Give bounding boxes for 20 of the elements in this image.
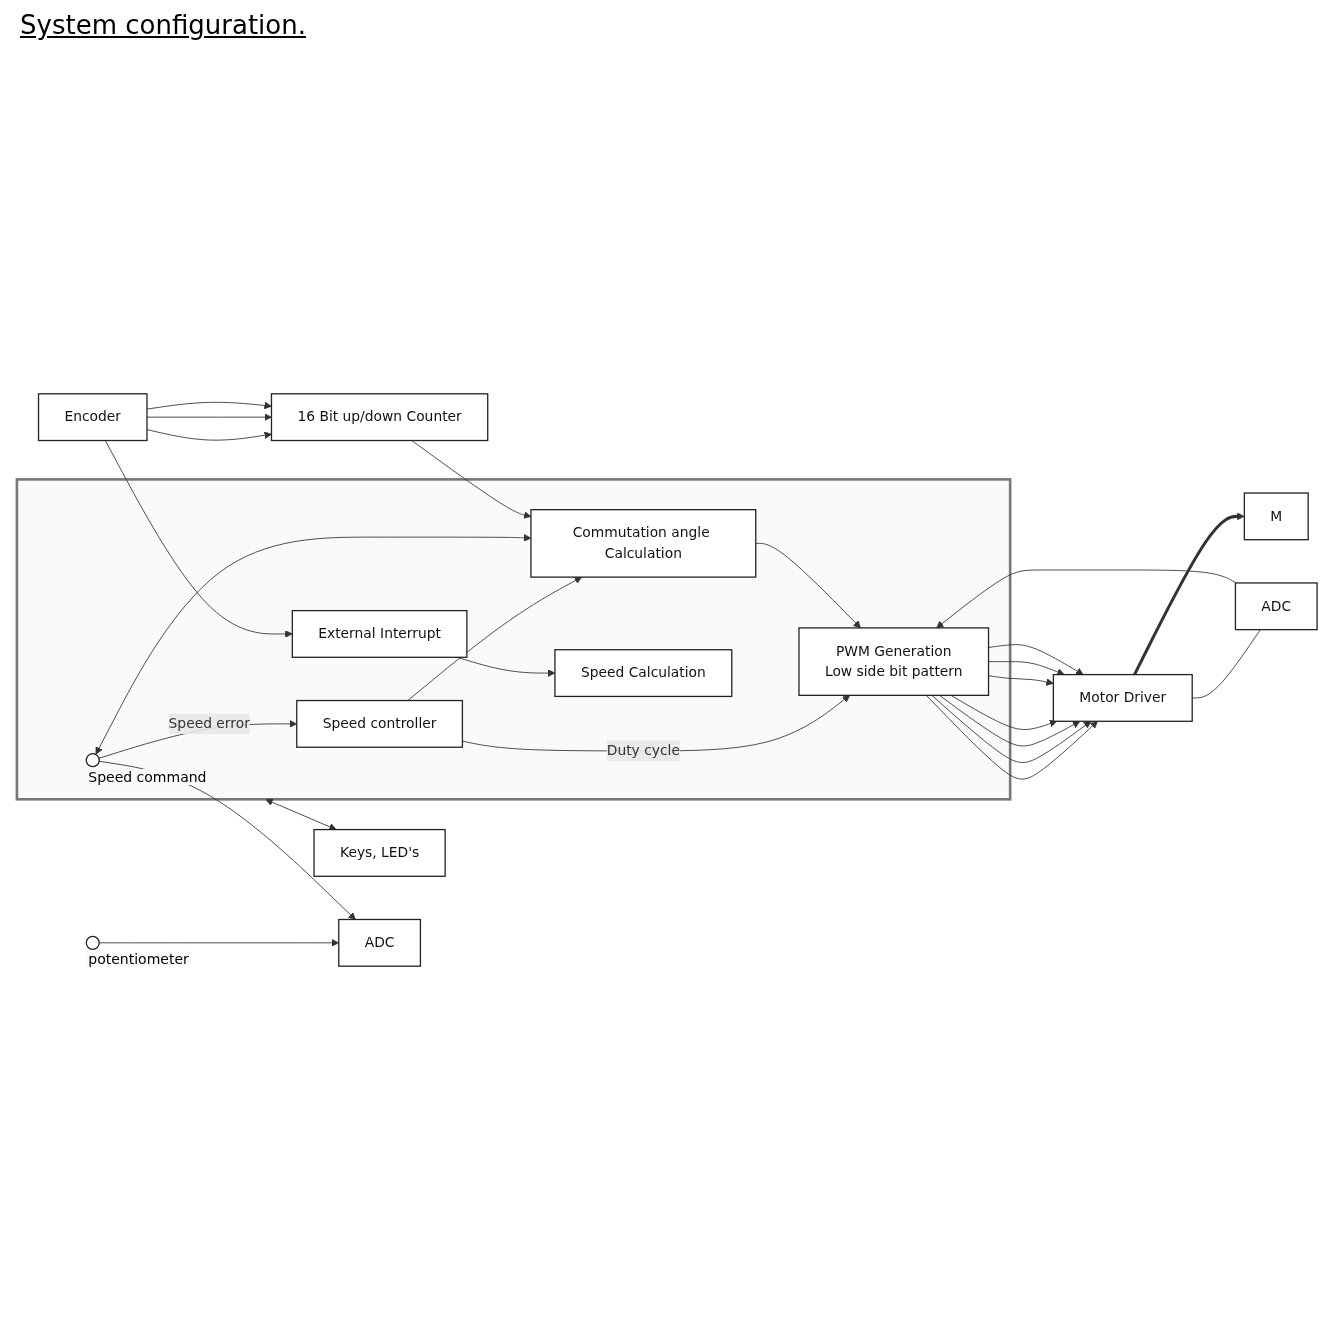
node-box: Encoder <box>37 393 148 442</box>
cluster <box>15 478 1012 801</box>
node-box: Motor Driver <box>1052 673 1193 722</box>
node-box: M <box>1243 492 1309 541</box>
node-circle <box>85 753 100 768</box>
node-box: ADC <box>338 918 422 967</box>
node-box: Speed Calculation <box>554 649 733 698</box>
edge-label: Duty cycle <box>606 742 680 759</box>
diagram-title: System configuration. <box>20 10 307 40</box>
node-caption: potentiometer <box>86 951 191 968</box>
edge-label: Speed error <box>168 715 250 732</box>
node-box: PWM Generation Low side bit pattern <box>798 627 990 696</box>
node-box: ADC <box>1234 582 1318 631</box>
node-box: Speed controller <box>296 699 464 748</box>
node-box: External Interrupt <box>291 609 468 658</box>
arrow <box>1133 512 1245 676</box>
node-box: Keys, LED's <box>313 828 446 877</box>
node-box: Commutation angle Calculation <box>530 509 757 578</box>
node-box: 16 Bit up/down Counter <box>270 393 489 442</box>
node-circle <box>85 935 100 950</box>
